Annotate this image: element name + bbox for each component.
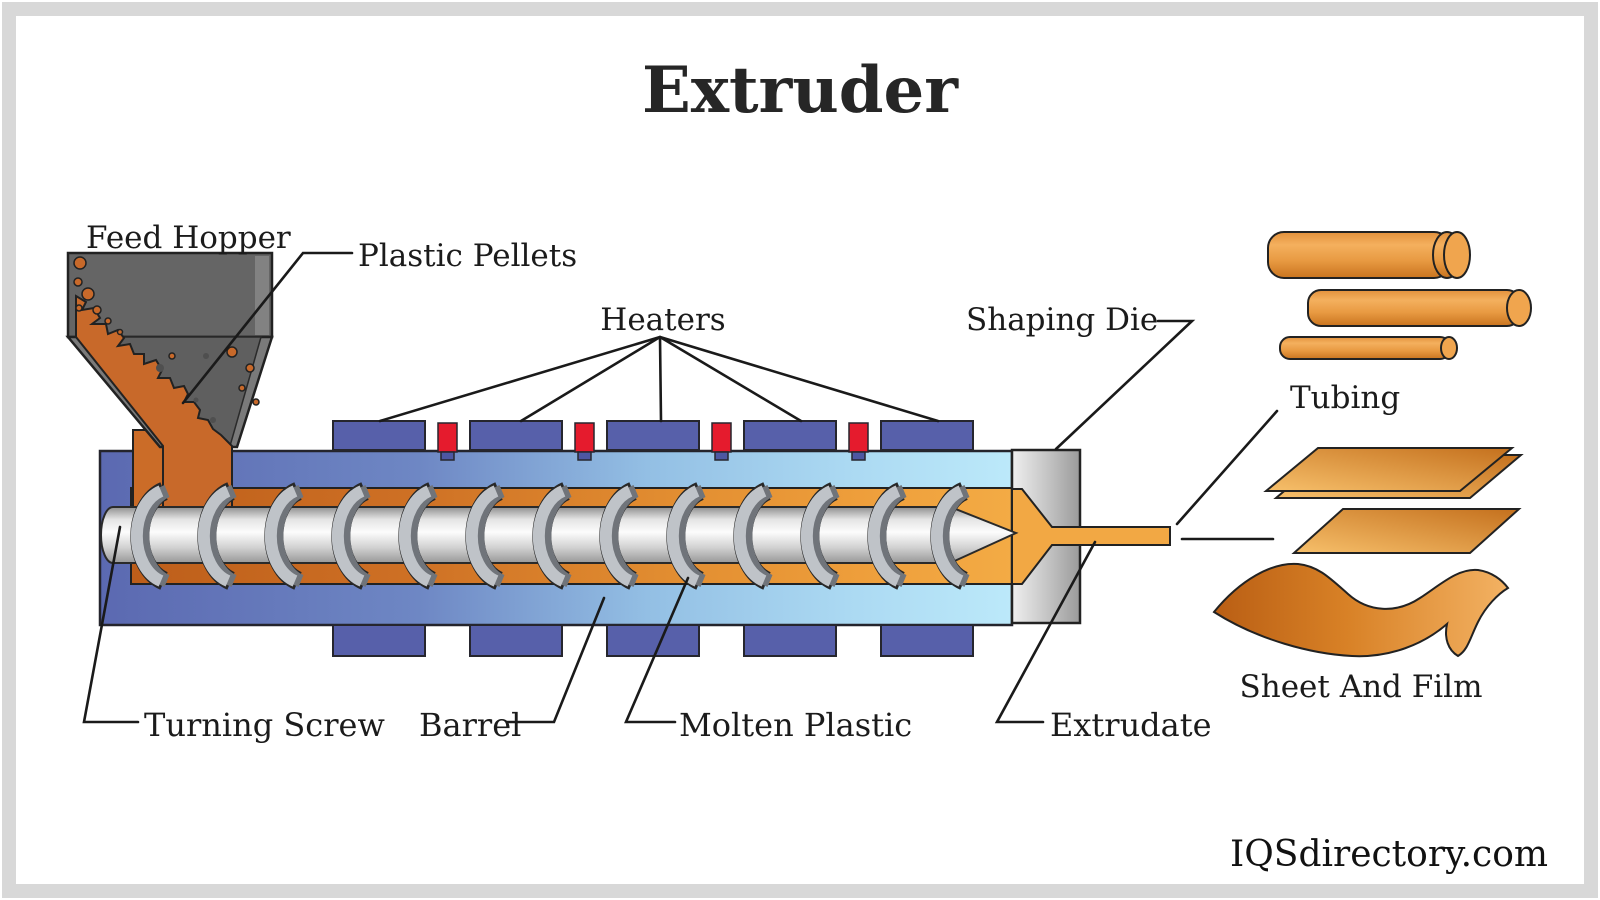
screw-flight <box>197 485 231 587</box>
heater-block-bottom <box>332 624 426 657</box>
heater-block-bottom <box>606 624 700 657</box>
watermark: IQSdirectory.com <box>1230 834 1548 875</box>
label-sheet-and-film: Sheet And Film <box>1240 669 1483 705</box>
heater-block-top <box>469 420 563 451</box>
leader-molten-plastic <box>624 576 690 724</box>
leader-barrel <box>505 596 606 724</box>
page-title: Extruder <box>642 53 959 128</box>
leader-turning-screw <box>82 525 140 724</box>
screw-flight <box>331 485 365 587</box>
screw-flights <box>130 482 970 590</box>
label-tubing: Tubing <box>1290 380 1400 416</box>
sheet-top <box>1263 447 1515 492</box>
screw-flight <box>867 485 901 587</box>
screw-flight <box>666 485 700 587</box>
heater-element-tab <box>577 451 592 461</box>
label-molten-plastic: Molten Plastic <box>679 706 912 744</box>
label-heaters: Heaters <box>600 302 725 338</box>
leader-shaping-die <box>1054 319 1196 451</box>
tube-large <box>1267 231 1471 279</box>
heater-block-top <box>743 420 837 451</box>
screw-flight <box>130 485 164 587</box>
leader-heaters <box>378 335 940 423</box>
shaping-die <box>1010 448 1171 625</box>
heater-element-tab <box>440 451 455 461</box>
label-plastic-pellets: Plastic Pellets <box>358 238 577 274</box>
label-turning-screw: Turning Screw <box>144 706 385 744</box>
sheet-film-products <box>1212 447 1524 658</box>
label-barrel: Barrel <box>419 706 521 744</box>
heater-element-red <box>574 422 595 453</box>
turning-screw <box>99 482 1019 590</box>
heater-element-red <box>711 422 732 453</box>
heater-block-top <box>880 420 974 451</box>
film-wavy <box>1212 562 1510 658</box>
pellet-pile <box>75 294 233 513</box>
screw-flight <box>465 485 499 587</box>
heater-element-tab <box>851 451 866 461</box>
tube-small <box>1279 336 1458 360</box>
stray-pellets <box>73 256 260 406</box>
leader-extrudate <box>994 540 1097 724</box>
heater-block-top <box>332 420 426 451</box>
screw-flight <box>800 485 834 587</box>
heater-block-top <box>606 420 700 451</box>
screw-shaft <box>99 506 954 564</box>
extrudate-channel <box>1011 488 1171 585</box>
label-extrudate: Extrudate <box>1050 706 1212 744</box>
heater-element-red <box>848 422 869 453</box>
leader-plastic-pellets <box>181 251 354 405</box>
tube-medium <box>1307 289 1532 327</box>
screw-flight <box>599 485 633 587</box>
hopper-box-edge <box>255 256 269 335</box>
heater-element-tab <box>714 451 729 461</box>
label-shaping-die: Shaping Die <box>966 302 1158 338</box>
heater-block-bottom <box>743 624 837 657</box>
screw-flight <box>930 485 964 587</box>
heater-block-bottom <box>880 624 974 657</box>
leader-tubing <box>1175 409 1279 526</box>
screw-flight <box>532 485 566 587</box>
label-feed-hopper: Feed Hopper <box>86 220 291 256</box>
heaters <box>332 420 974 657</box>
pellet-gaps <box>156 353 216 423</box>
screw-flight <box>733 485 767 587</box>
screw-flight <box>264 485 298 587</box>
heater-element-red <box>437 422 458 453</box>
sheet-middle <box>1291 508 1522 554</box>
heater-block-bottom <box>469 624 563 657</box>
leader-lines <box>82 251 1279 724</box>
tubing-products <box>1267 231 1532 360</box>
screw-flight <box>398 485 432 587</box>
